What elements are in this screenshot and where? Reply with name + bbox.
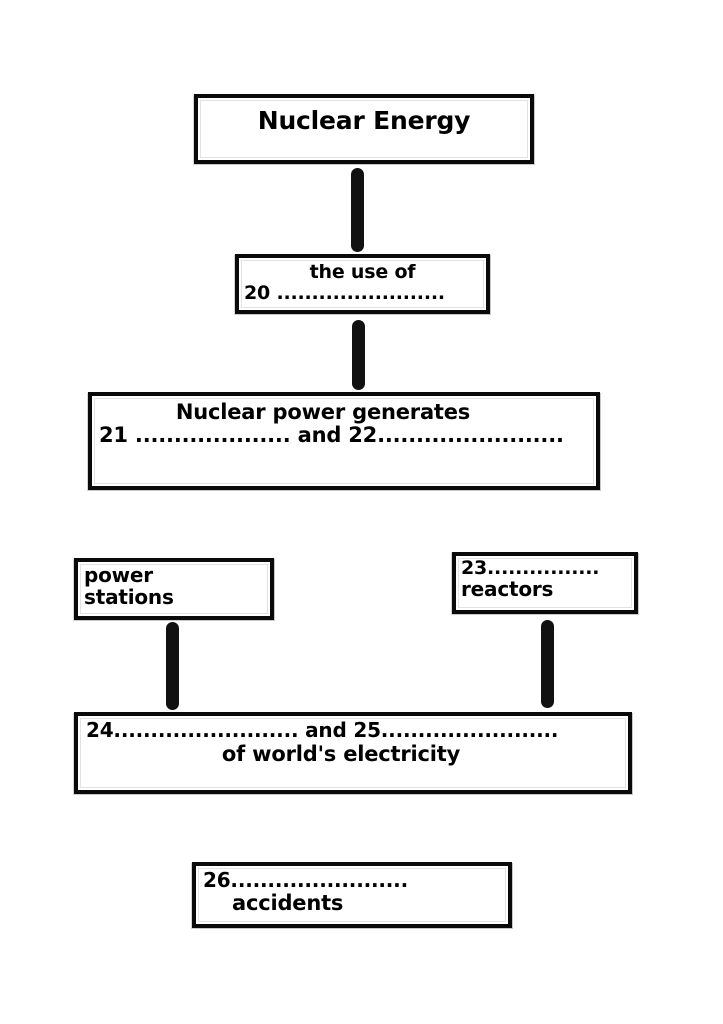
connector-use-of-to-generates xyxy=(352,320,365,390)
node-power-stations: power stations xyxy=(74,558,274,620)
node-generates-gaps-21-22: 21 .................... and 22..........… xyxy=(99,423,564,448)
node-accidents-gap-26: 26........................ xyxy=(203,868,408,892)
node-electricity-gaps-24-25: 24......................... and 25......… xyxy=(86,718,559,742)
node-reactors-gap-23: 23................ xyxy=(461,557,600,579)
node-accidents-line2: accidents xyxy=(232,891,344,916)
connector-generates-to-reactors xyxy=(384,486,446,559)
node-electricity-line2: of world's electricity xyxy=(221,742,461,767)
connector-generates-to-power-stations xyxy=(282,490,344,563)
node-power-stations-line2: stations xyxy=(84,585,174,610)
node-accidents: 26........................ accidents xyxy=(192,862,512,928)
node-reactors-line2: reactors xyxy=(461,577,554,602)
node-power-stations-line1: power xyxy=(84,563,153,587)
connector-electricity-to-accidents-left xyxy=(183,794,233,867)
connector-electricity-to-accidents-right xyxy=(493,791,539,861)
connector-power-stations-to-electricity xyxy=(166,622,179,710)
node-use-of-line1: the use of xyxy=(309,261,416,283)
node-nuclear-energy-label: Nuclear Energy xyxy=(257,106,471,135)
node-generates-line1: Nuclear power generates xyxy=(175,400,471,424)
node-use-of-gap-20: 20 ........................ xyxy=(244,282,445,305)
node-nuclear-energy: Nuclear Energy xyxy=(194,94,534,164)
node-use-of: the use of 20 ........................ xyxy=(235,254,490,314)
node-reactors: 23................ reactors xyxy=(452,552,638,614)
connector-reactors-to-electricity xyxy=(541,620,554,708)
node-nuclear-power-generates: Nuclear power generates 21 .............… xyxy=(88,392,600,490)
node-world-electricity: 24......................... and 25......… xyxy=(74,712,632,794)
connector-title-to-use-of xyxy=(351,168,364,252)
